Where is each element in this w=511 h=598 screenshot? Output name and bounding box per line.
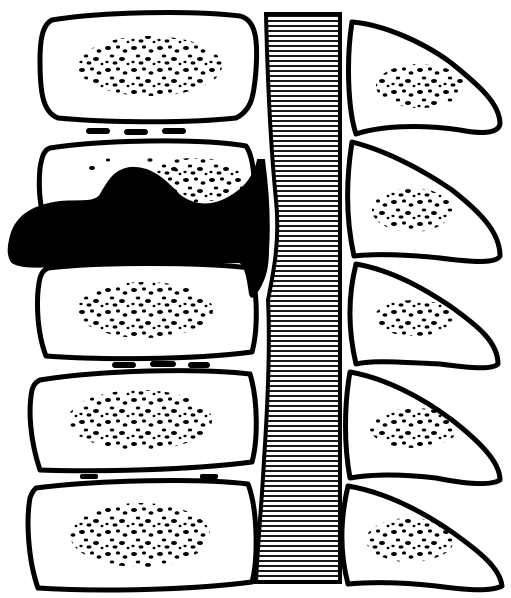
spinal-cord: [256, 14, 340, 582]
process-texture: [366, 64, 464, 562]
